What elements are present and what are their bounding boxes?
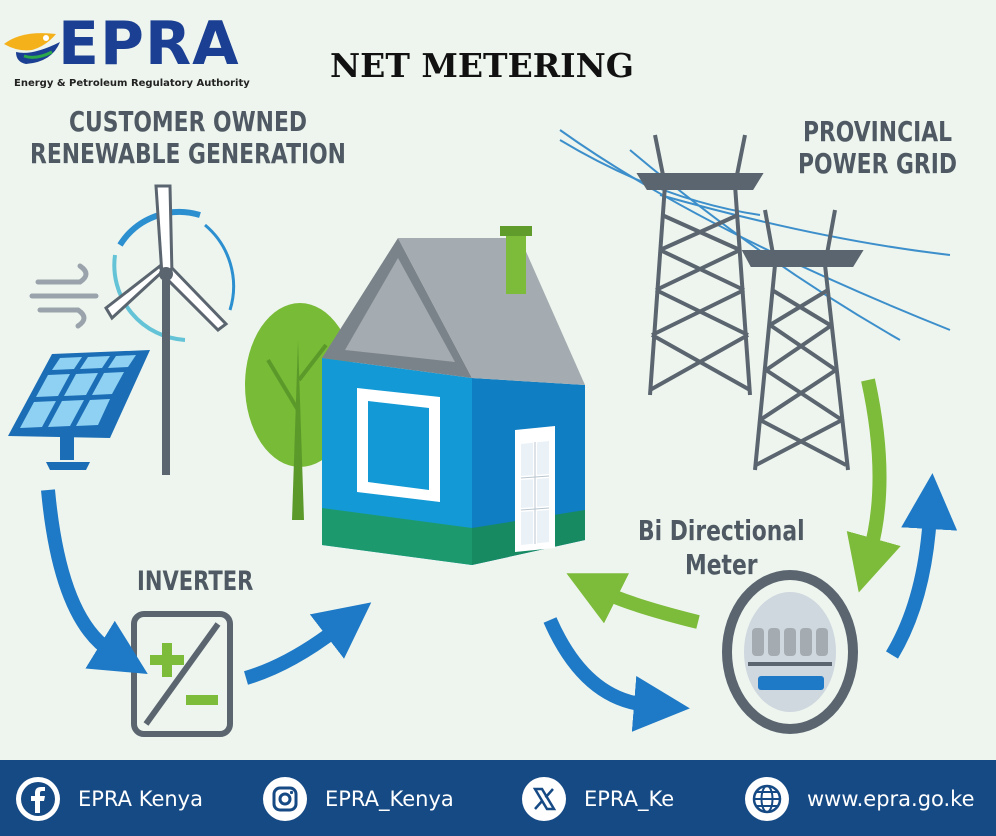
wind-gust-icon — [29, 263, 99, 329]
transmission-tower-front — [741, 209, 864, 471]
inverter-icon — [131, 611, 233, 737]
net-metering-diagram: EPRA Energy & Petroleum Regulatory Autho… — [2, 9, 958, 737]
facebook-handle: EPRA Kenya — [78, 787, 203, 811]
website-url: www.epra.go.ke — [807, 787, 975, 811]
logo-subtitle: Energy & Petroleum Regulatory Authority — [14, 78, 250, 89]
page-title: NET METERING — [330, 46, 634, 85]
epra-logo: EPRA Energy & Petroleum Regulatory Autho… — [2, 9, 250, 92]
diagram-artwork — [8, 129, 958, 737]
grid-to-meter-arrow — [846, 378, 901, 593]
instagram-icon — [263, 777, 307, 821]
inverter-label: INVERTER — [137, 566, 254, 597]
house — [322, 226, 585, 565]
transmission-tower-back — [636, 134, 764, 396]
wind-turbine — [104, 184, 236, 475]
x-handle: EPRA_Ke — [584, 787, 675, 811]
house-to-meter-arrow — [543, 617, 690, 732]
customer-generation-label: CUSTOMER OWNED RENEWABLE GENERATION — [30, 105, 346, 170]
solar-panel — [8, 350, 150, 470]
facebook-icon — [16, 777, 60, 821]
website-link[interactable]: www.epra.go.ke — [745, 777, 975, 821]
globe-icon — [745, 777, 789, 821]
meter-label: Bi Directional Meter — [638, 514, 805, 581]
social-footer: EPRA Kenya EPRA_Kenya EPRA_Ke www.epra.g… — [0, 760, 996, 836]
flow-arrows — [41, 378, 958, 732]
meter-to-grid-arrow — [885, 473, 958, 659]
x-icon — [522, 777, 566, 821]
solar-to-inverter-arrow — [41, 489, 148, 675]
meter-to-house-arrow — [566, 573, 700, 629]
x-link[interactable]: EPRA_Ke — [522, 777, 674, 821]
instagram-link[interactable]: EPRA_Kenya — [263, 777, 454, 821]
instagram-handle: EPRA_Kenya — [325, 787, 454, 811]
facebook-link[interactable]: EPRA Kenya — [16, 777, 203, 821]
logo-wordmark: EPRA — [58, 9, 240, 79]
power-grid-label: PROVINCIAL POWER GRID — [798, 115, 958, 180]
inverter-to-house-arrow — [243, 602, 372, 685]
bi-directional-meter-icon — [722, 570, 858, 734]
epra-bird-emblem-icon — [4, 33, 60, 64]
